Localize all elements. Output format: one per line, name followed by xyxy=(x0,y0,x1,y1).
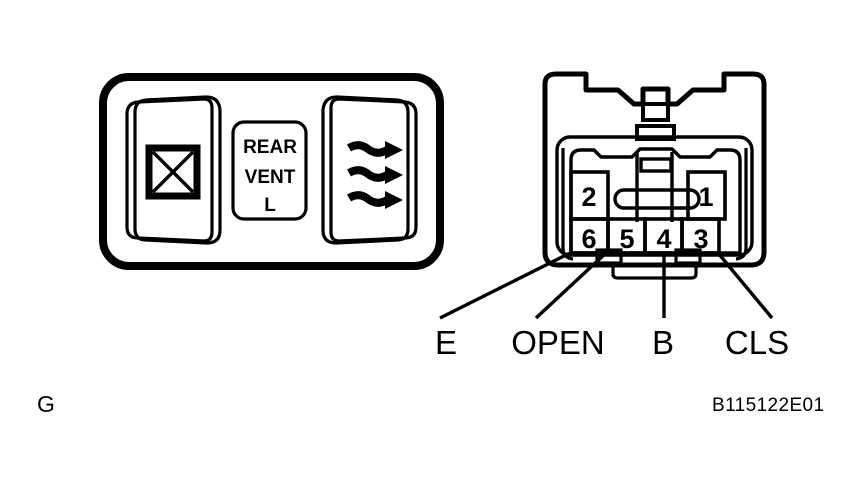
connector-center-bar xyxy=(613,188,701,210)
terminal-label-B: B xyxy=(652,324,674,361)
center-plate-outline xyxy=(231,120,308,221)
connector-center-slot xyxy=(639,157,673,173)
pin-number-5: 5 xyxy=(619,224,634,254)
terminal-label-OPEN: OPEN xyxy=(511,324,605,361)
pin-number-6: 6 xyxy=(581,224,596,254)
connector-assembly: 2 1 6 5 4 3 xyxy=(542,71,767,280)
terminal-label-E: E xyxy=(435,324,457,361)
pin-cell-2: 2 xyxy=(569,170,610,221)
right-button-inner-outline xyxy=(329,97,418,243)
switch-center-label-plate: REAR VENT L xyxy=(231,120,308,221)
pin-cell-1: 1 xyxy=(686,170,727,221)
connector-bottom-tab-left xyxy=(595,248,623,265)
pin-number-2: 2 xyxy=(581,182,596,212)
center-label-line-3: L xyxy=(264,195,276,216)
terminal-labels: E OPEN B CLS xyxy=(435,324,789,361)
terminal-leader-lines xyxy=(439,251,774,320)
connector-latch-tab xyxy=(641,102,670,122)
leader-line-CLS xyxy=(716,251,774,320)
crossed-box-icon xyxy=(145,144,201,200)
figure-reference-code: B115122E01 xyxy=(712,395,824,416)
switch-left-button[interactable] xyxy=(125,95,222,245)
switch-right-button[interactable] xyxy=(321,95,418,245)
connector-bottom-tab-right xyxy=(674,248,702,265)
left-button-inner-outline xyxy=(125,97,214,243)
terminal-label-CLS: CLS xyxy=(725,324,789,361)
connector-inner-housing xyxy=(555,135,754,257)
airflow-arrows-icon xyxy=(346,141,403,209)
center-label-line-2: VENT xyxy=(245,167,296,188)
pin-number-3: 3 xyxy=(693,224,708,254)
connector-outer-shell xyxy=(542,71,767,268)
figure-corner-tag: G xyxy=(37,391,55,417)
switch-bezel xyxy=(99,73,444,270)
connector-inner-cavity xyxy=(569,147,742,255)
center-label-line-1: REAR xyxy=(243,137,297,158)
pin-number-4: 4 xyxy=(656,224,671,254)
connector-bottom-skirt xyxy=(611,266,698,280)
leader-line-OPEN xyxy=(534,251,608,320)
leader-line-E xyxy=(439,251,571,320)
rear-vent-switch-panel: REAR VENT L xyxy=(99,73,444,270)
connector-latch-base xyxy=(635,124,676,141)
pin-number-1: 1 xyxy=(698,182,713,212)
